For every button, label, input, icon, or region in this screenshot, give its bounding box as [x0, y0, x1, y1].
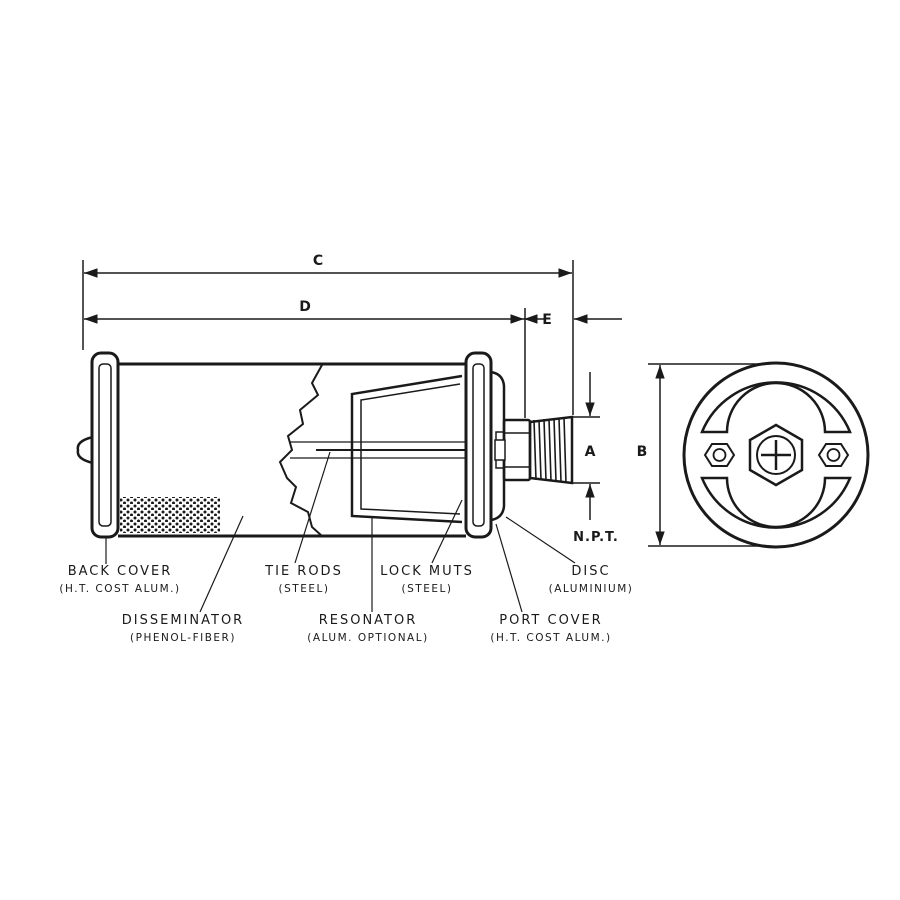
back-cover-knob: [76, 435, 94, 465]
end-view-left-nut: [703, 443, 736, 467]
lock-nuts-label: LOCK MUTS: [380, 564, 474, 579]
side-bolt: [494, 439, 506, 461]
end-view-outer-circle: [682, 361, 870, 549]
hex-fitting: [502, 418, 532, 482]
disseminator-perforations: [120, 497, 220, 533]
npt-label: N.P.T.: [573, 530, 619, 545]
end-view-upper-slot: [700, 381, 852, 434]
end-view-lower-slot: [700, 476, 852, 529]
cross-recess-icon: [761, 440, 791, 470]
port-cover: [464, 351, 493, 539]
tie-rods-label: TIE RODS: [264, 564, 343, 579]
back-cover-label: BACK COVER: [68, 564, 173, 579]
back-cover-material: (H.T. COST ALUM.): [59, 583, 180, 595]
leader-tie-rods: [294, 451, 331, 564]
leader-lock-nuts: [431, 499, 463, 564]
end-view-center-hex: [748, 423, 804, 487]
port-cover-label: PORT COVER: [499, 613, 602, 628]
dimension-b-label: B: [637, 444, 648, 460]
end-view: [682, 361, 870, 549]
leader-lines: [105, 451, 576, 613]
disc-label: DISC: [571, 564, 610, 579]
disseminator-material: (PHENOL-FIBER): [130, 632, 236, 644]
dimension-lines: [82, 260, 770, 547]
dimension-a-label: A: [585, 444, 596, 460]
leader-port-cover: [495, 523, 523, 613]
tie-rods-material: (STEEL): [279, 583, 330, 595]
dimension-d-label: D: [299, 299, 311, 315]
resonator-cup: [350, 374, 463, 524]
leader-disc: [505, 516, 576, 564]
back-cover: [90, 351, 120, 539]
cutaway-edge: [278, 364, 323, 537]
resonator-label: RESONATOR: [319, 613, 418, 628]
disc-material: (ALUMINIUM): [549, 583, 634, 595]
disseminator-label: DISSEMINATOR: [122, 613, 244, 628]
lock-nuts-material: (STEEL): [402, 583, 453, 595]
dimension-c-label: C: [313, 253, 323, 269]
end-view-right-nut: [817, 443, 850, 467]
leader-disseminator: [199, 515, 244, 613]
port-cover-material: (H.T. COST ALUM.): [490, 632, 611, 644]
side-view: [76, 351, 574, 539]
dimension-e-label: E: [542, 312, 552, 328]
resonator-material: (ALUM. OPTIONAL): [307, 632, 428, 644]
component-labels: BACK COVER (H.T. COST ALUM.) DISSEMINATO…: [59, 564, 634, 644]
